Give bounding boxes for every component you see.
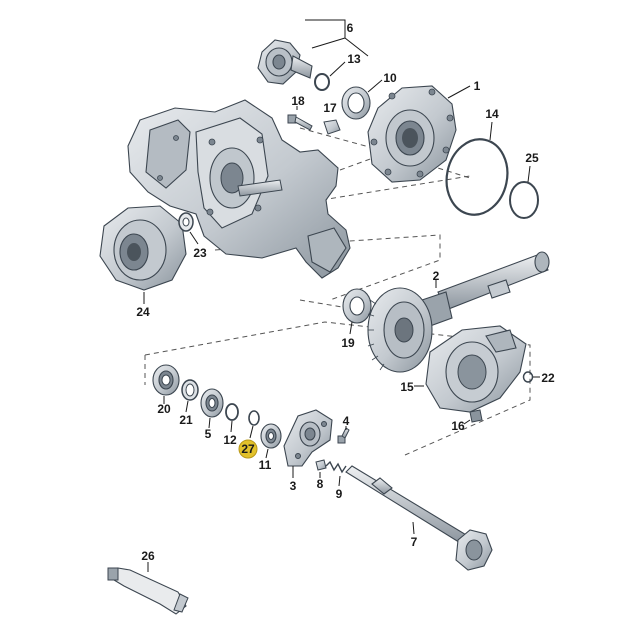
callout-4: 4 (343, 414, 350, 428)
part-flange-6 (257, 39, 313, 85)
part-plug-17 (323, 119, 341, 135)
callout-27: 27 (241, 442, 255, 456)
callout-27-highlight (238, 439, 258, 459)
callout-6: 6 (347, 21, 354, 35)
callout-13: 13 (347, 52, 361, 66)
part-pin-8 (315, 459, 327, 471)
callout-7: 7 (411, 535, 418, 549)
callout-1: 1 (474, 79, 481, 93)
callout-25: 25 (525, 151, 539, 165)
part-oring-14 (445, 138, 509, 216)
callout-18: 18 (291, 94, 305, 108)
callout-9: 9 (336, 487, 343, 501)
part-ring-23 (178, 212, 194, 232)
callout-16: 16 (451, 419, 465, 433)
part-tube-26 (107, 567, 189, 615)
part-ring-gear-2 (367, 251, 550, 373)
callout-23: 23 (193, 246, 207, 260)
part-oring-27 (248, 410, 260, 426)
part-ring-12 (225, 403, 239, 421)
part-oring-13 (314, 73, 330, 91)
part-washer-21 (181, 379, 199, 401)
part-cover-1 (367, 85, 457, 183)
part-block-16 (469, 409, 483, 423)
part-spring-9 (325, 460, 347, 474)
part-oring-25 (509, 181, 539, 219)
part-bearing-5 (200, 388, 224, 418)
part-seal-19 (342, 288, 372, 324)
part-shaft-7 (345, 465, 493, 571)
callout-10: 10 (383, 71, 397, 85)
callout-26: 26 (141, 549, 155, 563)
callout-22: 22 (541, 371, 555, 385)
callout-20: 20 (157, 402, 171, 416)
callout-5: 5 (205, 427, 212, 441)
callout-15: 15 (400, 380, 414, 394)
callout-2: 2 (433, 269, 440, 283)
callout-11: 11 (259, 458, 272, 472)
callout-14: 14 (485, 107, 499, 121)
part-bolt-18 (287, 114, 313, 131)
callout-24: 24 (136, 305, 150, 319)
part-main-housing (127, 99, 351, 279)
part-flange-24 (99, 205, 187, 291)
callout-17: 17 (323, 101, 337, 115)
part-seal-10 (341, 86, 371, 120)
part-oring-22 (522, 371, 534, 383)
callout-labels: 6 13 10 1 18 17 14 25 23 2 24 19 22 15 2… (136, 21, 555, 563)
callout-12: 12 (223, 433, 237, 447)
callout-3: 3 (290, 479, 297, 493)
callout-21: 21 (179, 413, 193, 427)
callout-8: 8 (317, 477, 324, 491)
part-bearing-20 (152, 364, 180, 396)
part-housing-15 (425, 325, 527, 413)
part-bearing-11 (260, 423, 282, 449)
part-bolt-4 (337, 427, 350, 444)
part-cover-plate-3 (283, 409, 333, 467)
callout-19: 19 (341, 336, 355, 350)
